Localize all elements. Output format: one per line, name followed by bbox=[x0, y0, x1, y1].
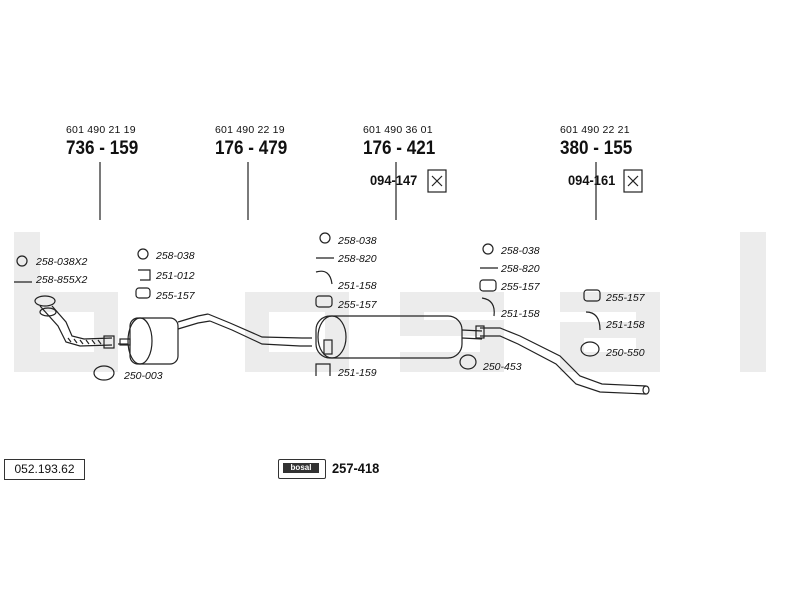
rubber-mount-icon-a bbox=[135, 287, 151, 299]
label-258-820-a: 258-820 bbox=[338, 253, 377, 265]
bracket-icon-b bbox=[315, 270, 333, 285]
part-number-3: 176 - 421 bbox=[363, 138, 436, 159]
tail-pipe bbox=[475, 325, 650, 395]
label-clamp-258-038x2: 258-038X2 bbox=[36, 256, 88, 268]
label-250-550: 250-550 bbox=[606, 347, 645, 359]
label-bolt-258-855x2: 258-855X2 bbox=[36, 274, 88, 286]
middle-silencer bbox=[118, 313, 312, 365]
nut-icon-b bbox=[319, 232, 331, 244]
nut-icon-a bbox=[137, 248, 149, 260]
label-251-159: 251-159 bbox=[338, 367, 377, 379]
label-251-158-c: 251-158 bbox=[606, 319, 645, 331]
oe-number-3: 601 490 36 01 bbox=[363, 124, 433, 136]
label-258-038-a: 258-038 bbox=[156, 250, 195, 262]
clamp-icon-250-003 bbox=[93, 365, 115, 381]
rubber-mount-icon-b bbox=[315, 295, 333, 308]
oe-number-1: 601 490 21 19 bbox=[66, 124, 136, 136]
bracket-icon-d bbox=[585, 311, 601, 331]
kit-part-number: 257-418 bbox=[332, 460, 380, 476]
part-number-1: 736 - 159 bbox=[66, 138, 139, 159]
label-251-158-b: 251-158 bbox=[501, 308, 540, 320]
label-255-157-d: 255-157 bbox=[606, 292, 645, 304]
bracket-number-4: 094-161 bbox=[568, 172, 616, 188]
label-250-003: 250-003 bbox=[124, 370, 163, 382]
bracket-icon-a bbox=[138, 269, 151, 281]
mounting-bracket-icon-094-147 bbox=[427, 169, 447, 193]
label-258-038-b: 258-038 bbox=[338, 235, 377, 247]
center-silencer bbox=[315, 315, 483, 359]
label-258-038-c: 258-038 bbox=[501, 245, 540, 257]
mounting-bracket-icon-094-161 bbox=[623, 169, 643, 193]
rubber-mount-icon-d bbox=[583, 289, 601, 302]
rubber-mount-icon-c bbox=[479, 279, 497, 292]
clamp-nut-icon bbox=[16, 255, 28, 267]
bracket-icon-251-159 bbox=[315, 363, 331, 376]
clamp-icon-250-453 bbox=[459, 354, 477, 370]
label-251-012: 251-012 bbox=[156, 270, 195, 282]
bosal-kit-badge: bosal bbox=[278, 459, 326, 479]
label-255-157-b: 255-157 bbox=[338, 299, 377, 311]
label-255-157-a: 255-157 bbox=[156, 290, 195, 302]
bosal-logo: bosal bbox=[283, 463, 319, 473]
clamp-icon-250-550 bbox=[580, 341, 600, 357]
label-258-820-b: 258-820 bbox=[501, 263, 540, 275]
diagram-id-box: 052.193.62 bbox=[4, 459, 85, 480]
front-pipe bbox=[34, 295, 115, 349]
bracket-number-3: 094-147 bbox=[370, 172, 418, 188]
label-251-158-a: 251-158 bbox=[338, 280, 377, 292]
oe-number-4: 601 490 22 21 bbox=[560, 124, 630, 136]
nut-icon-c bbox=[482, 243, 494, 255]
part-number-4: 380 - 155 bbox=[560, 138, 633, 159]
label-255-157-c: 255-157 bbox=[501, 281, 540, 293]
bracket-icon-c bbox=[481, 297, 495, 317]
oe-number-2: 601 490 22 19 bbox=[215, 124, 285, 136]
part-number-2: 176 - 479 bbox=[215, 138, 288, 159]
label-250-453: 250-453 bbox=[483, 361, 522, 373]
